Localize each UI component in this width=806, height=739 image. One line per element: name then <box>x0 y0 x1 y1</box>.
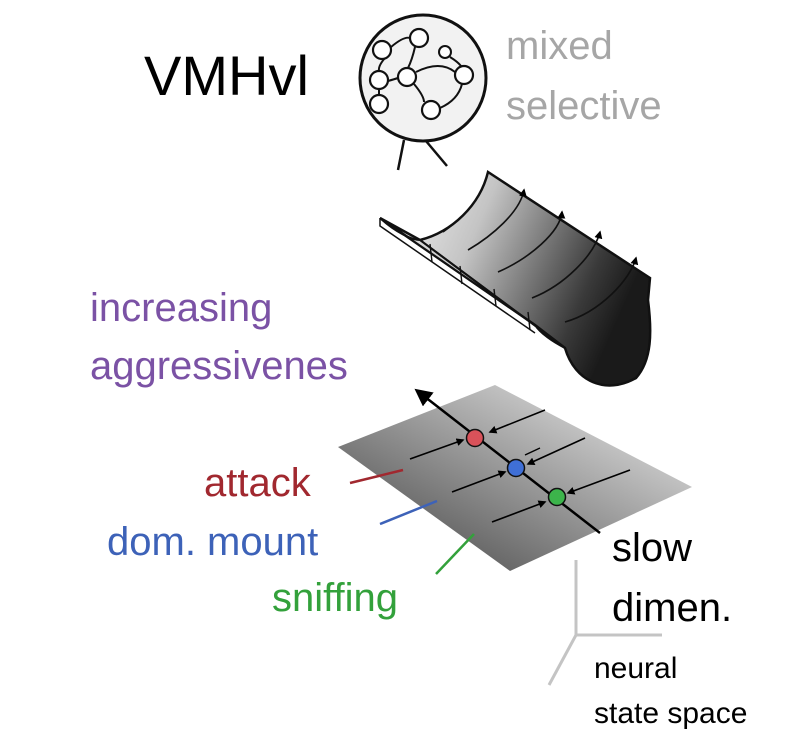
manifold-trough <box>379 169 652 387</box>
sniffing-label: sniffing <box>272 576 399 620</box>
aggressiveness-label: aggressivenes <box>90 344 348 388</box>
dimen-label: dimen. <box>612 586 733 630</box>
neural-label: neural <box>594 652 678 685</box>
sniffing-state-dot <box>547 487 567 507</box>
state-space-label: state space <box>594 697 748 730</box>
mount-leader <box>379 499 438 526</box>
increasing-label: increasing <box>90 286 273 330</box>
axes-icon <box>547 560 662 686</box>
cluster-connector <box>396 139 448 171</box>
attack-leader <box>349 468 404 485</box>
mixed-label: mixed <box>506 24 613 68</box>
region-title: VMHvl <box>144 44 309 107</box>
sniffing-leader <box>435 533 475 575</box>
selective-label: selective <box>506 84 662 128</box>
dom-mount-label: dom. mount <box>107 520 319 564</box>
neuron-cluster-icon <box>358 13 488 143</box>
mount-state-dot <box>506 458 526 478</box>
slow-label: slow <box>612 526 693 570</box>
attack-state-dot <box>465 428 485 448</box>
attack-label: attack <box>204 461 311 505</box>
